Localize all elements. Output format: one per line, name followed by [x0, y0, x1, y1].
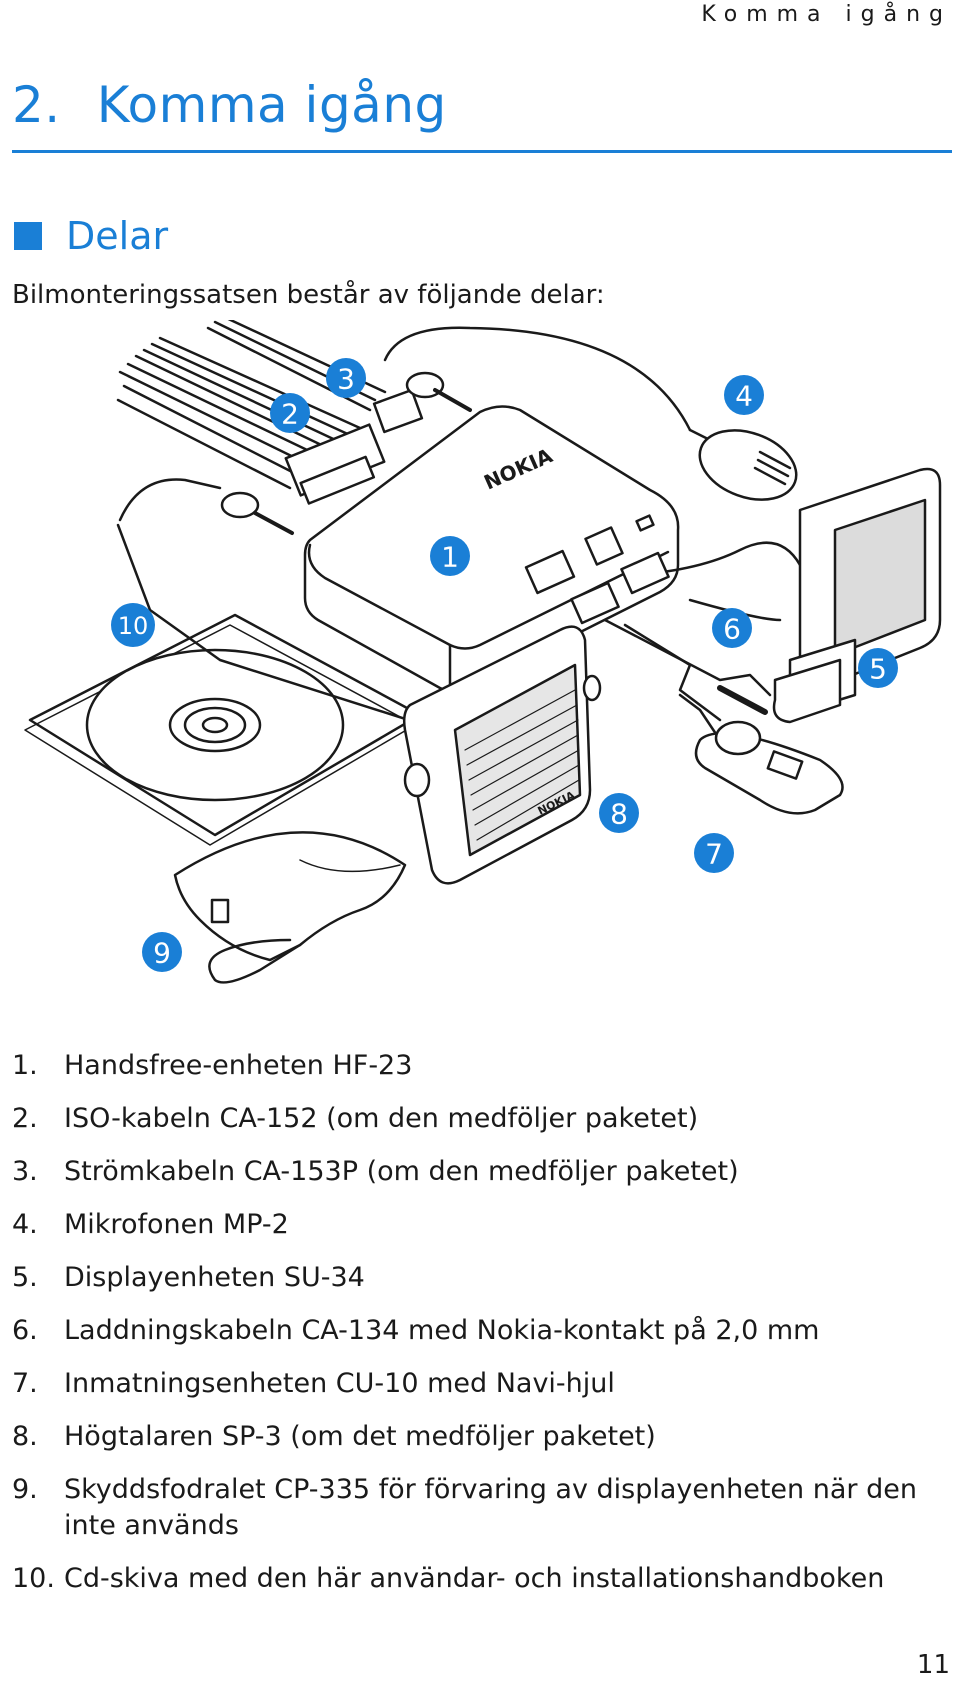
- svg-text:4: 4: [735, 380, 753, 413]
- chapter-number: 2.: [12, 76, 61, 134]
- svg-text:6: 6: [723, 613, 741, 646]
- svg-text:8: 8: [610, 798, 628, 831]
- power-cable: [206, 320, 424, 434]
- callout-5: 5: [858, 648, 898, 688]
- callout-3: 3: [326, 358, 366, 398]
- protective-pouch: [173, 831, 407, 984]
- list-item: 7.Inmatningsenheten CU-10 med Navi-hjul: [12, 1368, 615, 1399]
- callout-6: 6: [712, 608, 752, 648]
- left-jack-plug: [116, 478, 442, 732]
- callout-1: 1: [430, 536, 470, 576]
- svg-text:3: 3: [337, 363, 355, 396]
- list-item: 10.Cd-skiva med den här användar- och in…: [12, 1563, 885, 1594]
- list-item: 5.Displayenheten SU-34: [12, 1262, 365, 1293]
- svg-text:1: 1: [441, 541, 459, 574]
- svg-text:9: 9: [153, 937, 171, 970]
- list-item: 3.Strömkabeln CA-153P (om den medföljer …: [12, 1156, 739, 1187]
- chapter-rule: [12, 150, 952, 153]
- svg-text:7: 7: [705, 838, 723, 871]
- cd-sleeve: [24, 613, 422, 846]
- charger-cable: [570, 551, 782, 722]
- callout-10: 10: [111, 603, 155, 647]
- callout-2: 2: [270, 393, 310, 433]
- callout-4: 4: [724, 375, 764, 415]
- svg-text:10: 10: [118, 612, 149, 640]
- input-device: [678, 693, 844, 815]
- list-item: 1.Handsfree-enheten HF-23: [12, 1050, 413, 1081]
- callout-8: 8: [599, 793, 639, 833]
- parts-list: 1.Handsfree-enheten HF-23 2.ISO-kabeln C…: [12, 1048, 942, 1614]
- microphone: [688, 428, 798, 501]
- iso-cable: [116, 336, 386, 505]
- list-item: 9.Skyddsfodralet CP-335 för förvaring av…: [12, 1474, 917, 1541]
- parts-illustration: NOKIA NOKIA 1 2 3 4 5 6 7 8 9 10: [24, 320, 942, 984]
- running-header: Komma igång: [701, 2, 952, 27]
- speaker: [402, 625, 602, 885]
- list-item: 6.Laddningskabeln CA-134 med Nokia-konta…: [12, 1315, 820, 1346]
- section-square-icon: [14, 222, 42, 250]
- chapter-title-text: Komma igång: [96, 76, 447, 134]
- svg-text:2: 2: [281, 398, 299, 431]
- section-title: Delar: [66, 214, 169, 258]
- list-item: 2.ISO-kabeln CA-152 (om den medföljer pa…: [12, 1103, 699, 1134]
- list-item: 8.Högtalaren SP-3 (om det medföljer pake…: [12, 1421, 656, 1452]
- chapter-title: 2. Komma igång: [12, 76, 447, 134]
- intro-text: Bilmonteringssatsen består av följande d…: [12, 280, 605, 310]
- page-number: 11: [916, 1650, 950, 1680]
- audio-jack-plug: [383, 326, 692, 432]
- section-heading: Delar: [14, 214, 168, 258]
- callout-9: 9: [142, 932, 182, 972]
- display-unit: [633, 467, 942, 724]
- callout-7: 7: [694, 833, 734, 873]
- list-item: 4.Mikrofonen MP-2: [12, 1209, 289, 1240]
- svg-text:5: 5: [869, 653, 887, 686]
